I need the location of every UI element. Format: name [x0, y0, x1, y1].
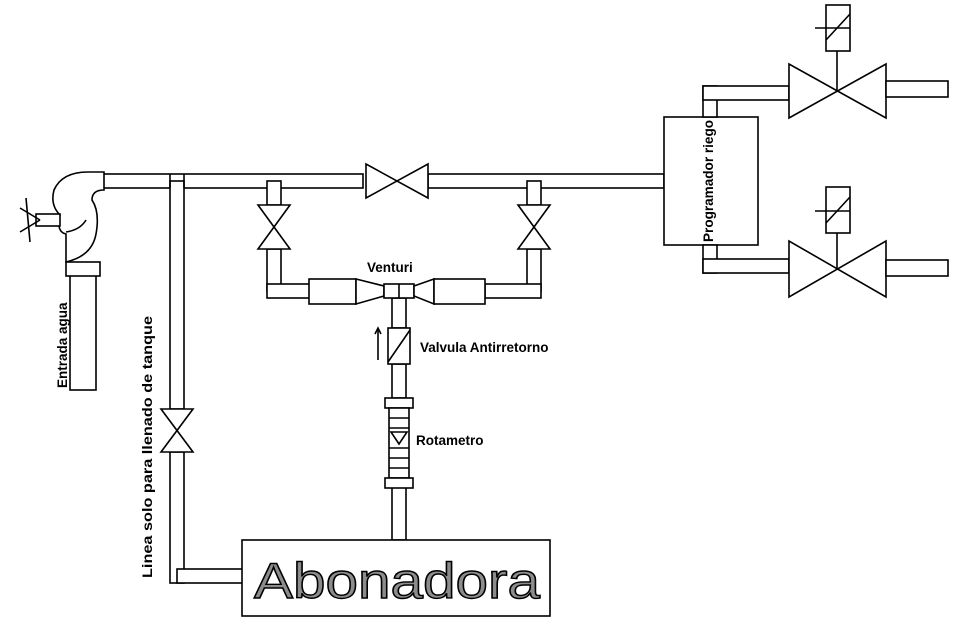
venturi-icon	[308, 277, 486, 306]
lower-solenoid-valve-icon	[788, 186, 949, 299]
bypass-right-branch	[484, 180, 542, 299]
fill-line-valve-icon	[159, 408, 195, 453]
label-abonadora: Abonadora	[254, 553, 540, 609]
abonadora-tank	[241, 539, 551, 617]
left-bypass-valve-icon	[256, 204, 292, 250]
rotameter-icon	[384, 397, 414, 489]
tank-fill-line	[169, 174, 244, 584]
upper-solenoid-valve-icon	[788, 4, 949, 120]
main-gate-valve-icon	[365, 162, 429, 200]
label-programador-riego: Programador riego	[701, 120, 716, 242]
label-rotametro: Rotametro	[416, 433, 484, 448]
label-entrada-agua: Entrada agua	[55, 302, 70, 388]
label-venturi: Venturi	[367, 260, 413, 275]
check-valve-icon	[374, 326, 411, 365]
label-linea-llenado: Linea solo para llenado de tanque	[140, 315, 155, 578]
faucet-icon	[19, 171, 105, 391]
programador-box	[663, 85, 790, 274]
right-bypass-valve-icon	[516, 204, 552, 250]
label-valvula-antirretorno: Valvula Antirretorno	[420, 340, 549, 355]
